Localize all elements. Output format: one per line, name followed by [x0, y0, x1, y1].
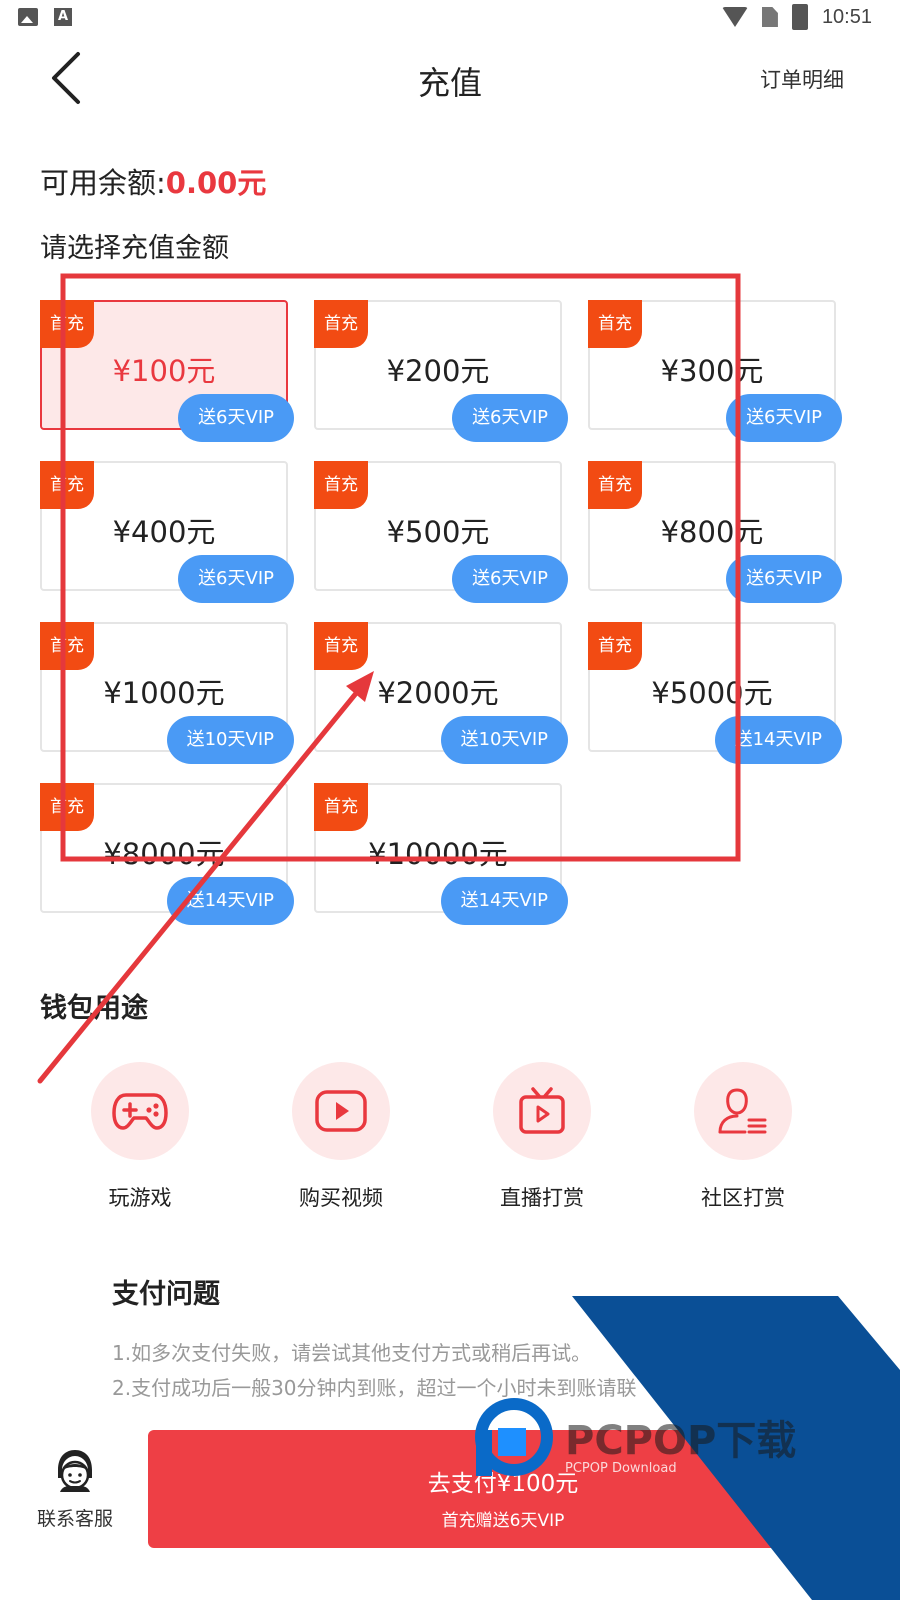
customer-service-label: 联系客服 — [36, 1508, 113, 1530]
wallet-use-games[interactable]: 玩游戏 — [40, 1062, 240, 1212]
recharge-price: ¥500元 — [386, 515, 490, 549]
image-notification-icon — [18, 8, 38, 26]
order-details-link[interactable]: 订单明细 — [760, 68, 844, 92]
wallet-use-community-tips[interactable]: 社区打赏 — [643, 1062, 843, 1212]
customer-service-button[interactable]: 联系客服 — [34, 1448, 116, 1531]
wallet-use-label: 直播打赏 — [500, 1186, 584, 1210]
battery-icon — [791, 4, 808, 30]
status-time: 10:51 — [821, 5, 872, 28]
vip-bonus-tag: 送14天VIP — [440, 877, 568, 925]
wallet-uses-list: 玩游戏 购买视频 直播打赏 — [40, 1062, 850, 1222]
wallet-use-videos[interactable]: 购买视频 — [241, 1062, 441, 1212]
status-bar: A 10:51 — [0, 0, 900, 36]
recharge-price: ¥5000元 — [651, 676, 773, 710]
header: 充值 订单明细 — [0, 40, 900, 116]
recharge-option[interactable]: 首充 ¥2000元 送10天VIP — [314, 622, 568, 764]
recharge-option[interactable]: 首充 ¥300元 送6天VIP — [588, 300, 842, 442]
first-recharge-badge: 首充 — [40, 461, 94, 509]
recharge-price: ¥200元 — [386, 354, 490, 388]
vip-bonus-tag: 送10天VIP — [440, 716, 568, 764]
vip-bonus-tag: 送6天VIP — [178, 394, 294, 442]
first-recharge-badge: 首充 — [588, 461, 642, 509]
vip-bonus-tag: 送6天VIP — [452, 555, 568, 603]
payment-issue-line: 2.支付成功后一般30分钟内到账，超过一个小时未到账请联 — [112, 1376, 637, 1400]
first-recharge-badge: 首充 — [314, 300, 368, 348]
recharge-price: ¥400元 — [112, 515, 216, 549]
recharge-option[interactable]: 首充 ¥10000元 送14天VIP — [314, 783, 568, 925]
balance-row: 可用余额:0.00元 — [40, 160, 266, 202]
balance-label: 可用余额: — [40, 166, 166, 200]
vip-bonus-tag: 送10天VIP — [166, 716, 294, 764]
recharge-price: ¥1000元 — [103, 676, 225, 710]
no-sim-icon — [761, 7, 778, 27]
gamepad-icon — [112, 1093, 168, 1130]
pay-button[interactable]: 去支付¥100元 首充赠送6天VIP — [148, 1430, 858, 1548]
vip-bonus-tag: 送6天VIP — [452, 394, 568, 442]
wallet-use-label: 购买视频 — [299, 1186, 383, 1210]
vip-bonus-tag: 送6天VIP — [726, 394, 842, 442]
recharge-option[interactable]: 首充 ¥200元 送6天VIP — [314, 300, 568, 442]
recharge-price: ¥2000元 — [377, 676, 499, 710]
first-recharge-badge: 首充 — [314, 783, 368, 831]
back-button[interactable] — [48, 50, 98, 106]
balance-value: 0.00元 — [165, 166, 267, 200]
wallet-use-label: 玩游戏 — [108, 1186, 172, 1210]
payment-issue-line: 1.如多次支付失败，请尝试其他支付方式或稍后再试。 — [112, 1341, 592, 1365]
first-recharge-badge: 首充 — [40, 783, 94, 831]
recharge-option[interactable]: 首充 ¥5000元 送14天VIP — [588, 622, 842, 764]
recharge-option[interactable]: 首充 ¥800元 送6天VIP — [588, 461, 842, 603]
first-recharge-badge: 首充 — [588, 300, 642, 348]
vip-bonus-tag: 送14天VIP — [166, 877, 294, 925]
recharge-option[interactable]: 首充 ¥8000元 送14天VIP — [40, 783, 294, 925]
first-recharge-badge: 首充 — [314, 622, 368, 670]
recharge-option[interactable]: 首充 ¥1000元 送10天VIP — [40, 622, 294, 764]
vip-bonus-tag: 送14天VIP — [714, 716, 842, 764]
customer-service-icon — [58, 1450, 92, 1492]
first-recharge-badge: 首充 — [40, 300, 94, 348]
page-title: 充值 — [417, 64, 482, 102]
choose-amount-label: 请选择充值金额 — [40, 233, 229, 264]
pay-button-label: 去支付¥100元 — [427, 1471, 579, 1497]
payment-issues-title: 支付问题 — [112, 1279, 220, 1310]
wallet-uses-title: 钱包用途 — [40, 993, 148, 1024]
vip-bonus-tag: 送6天VIP — [726, 555, 842, 603]
chevron-left-icon — [52, 52, 80, 104]
play-video-icon — [315, 1090, 367, 1132]
pay-button-subtitle: 首充赠送6天VIP — [441, 1511, 565, 1531]
text-notification-icon: A — [54, 8, 72, 26]
wallet-use-live-tips[interactable]: 直播打赏 — [442, 1062, 642, 1212]
community-user-icon — [718, 1088, 767, 1134]
recharge-option[interactable]: 首充 ¥500元 送6天VIP — [314, 461, 568, 603]
tv-live-icon — [519, 1087, 565, 1134]
first-recharge-badge: 首充 — [314, 461, 368, 509]
wifi-icon — [721, 7, 748, 27]
recharge-price: ¥800元 — [660, 515, 764, 549]
first-recharge-badge: 首充 — [588, 622, 642, 670]
recharge-price: ¥8000元 — [103, 837, 225, 871]
wallet-use-label: 社区打赏 — [701, 1186, 785, 1210]
recharge-price: ¥10000元 — [368, 837, 508, 871]
first-recharge-badge: 首充 — [40, 622, 94, 670]
vip-bonus-tag: 送6天VIP — [178, 555, 294, 603]
recharge-option[interactable]: 首充 ¥400元 送6天VIP — [40, 461, 294, 603]
recharge-price: ¥300元 — [660, 354, 764, 388]
recharge-option[interactable]: 首充 ¥100元 送6天VIP — [40, 300, 294, 442]
recharge-price: ¥100元 — [112, 354, 216, 388]
